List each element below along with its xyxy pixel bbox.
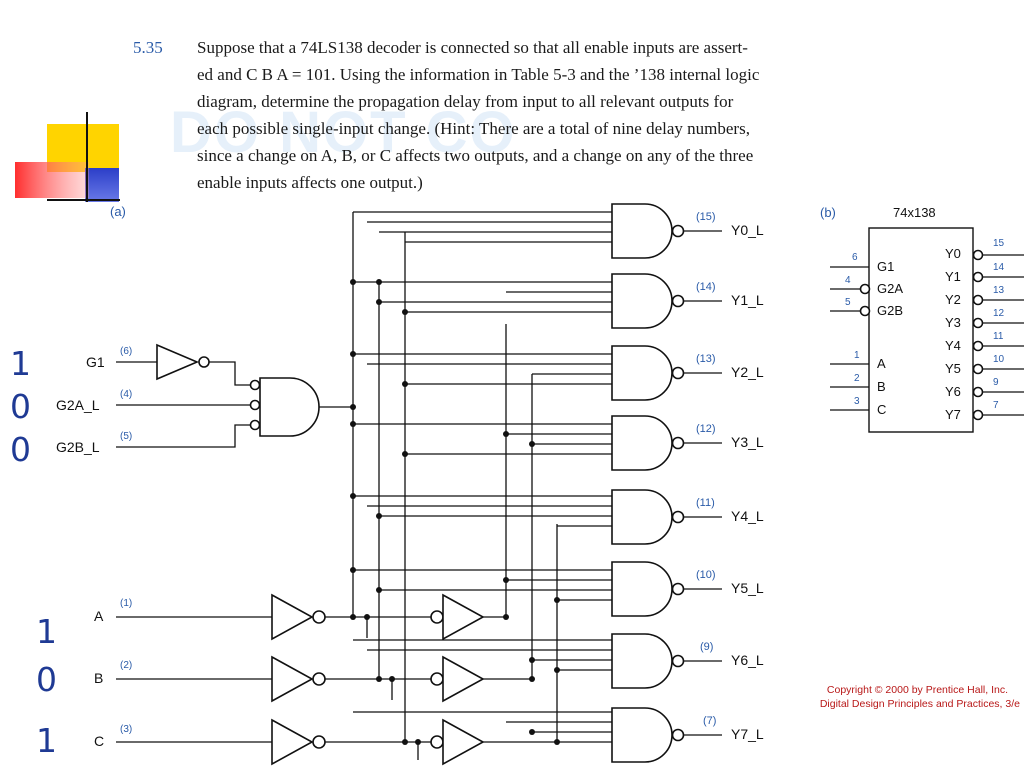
chip-output-y7: Y7 <box>945 407 961 422</box>
chip-output-y3: Y3 <box>945 315 961 330</box>
chip-pin-y4: 11 <box>993 331 1004 342</box>
chip-output-y2: Y2 <box>945 292 961 307</box>
chip-pin-y1: 14 <box>993 262 1005 273</box>
output-label-y4: Y4_L <box>731 508 764 524</box>
decoder-bus <box>350 211 612 760</box>
chip-input-a: A <box>877 356 886 371</box>
chip-input-g2a: G2A <box>877 281 903 296</box>
select-value-c: 1 <box>36 721 57 760</box>
slide-logo-icon <box>15 112 120 202</box>
output-label-y2: Y2_L <box>731 364 764 380</box>
output-pin-y6: (9) <box>700 641 713 653</box>
enable-value-g2a: 0 <box>10 387 31 426</box>
enable-label-g2b: G2B_L <box>56 439 100 455</box>
problem-line: each possible single-input change. (Hint… <box>197 119 750 138</box>
select-inputs-logic <box>116 593 560 766</box>
enable-label-g1: G1 <box>86 354 105 370</box>
enable-value-g2b: 0 <box>10 430 31 469</box>
chip-title: 74x138 <box>893 205 936 220</box>
output-pin-y7: (7) <box>703 715 716 727</box>
chip-pin-y7: 7 <box>993 400 999 411</box>
problem-line: Suppose that a 74LS138 decoder is connec… <box>197 38 748 57</box>
chip-output-y1: Y1 <box>945 269 961 284</box>
enable-pin-g1: (6) <box>120 346 132 357</box>
watermark-text: DO NOT CO <box>170 100 517 165</box>
output-label-y0: Y0_L <box>731 222 764 238</box>
chip-symbol-74x138: (b) 74x138 6 G1 4 G2A 5 G2B 1 A 2 B 3 C … <box>820 205 1024 433</box>
output-label-y6: Y6_L <box>731 652 764 668</box>
nand-gate-y6 <box>611 633 722 689</box>
chip-output-y0: Y0 <box>945 246 961 261</box>
chip-pin-y2: 13 <box>993 285 1005 296</box>
problem-line: diagram, determine the propagation delay… <box>197 92 734 111</box>
select-pin-c: (3) <box>120 724 132 735</box>
enable-value-g1: 1 <box>10 344 31 383</box>
select-label-c: C <box>94 733 104 749</box>
chip-pin-y6: 9 <box>993 377 999 388</box>
output-label-y3: Y3_L <box>731 434 764 450</box>
chip-pin-c: 3 <box>854 396 860 407</box>
chip-pin-y5: 10 <box>993 354 1005 365</box>
nand-gate-y5 <box>611 561 722 617</box>
chip-input-g2b: G2B <box>877 303 903 318</box>
output-nand-gates <box>611 203 722 763</box>
chip-pin-b: 2 <box>854 373 860 384</box>
select-value-b: 0 <box>36 660 57 699</box>
select-value-a: 1 <box>36 612 57 651</box>
chip-output-y5: Y5 <box>945 361 961 376</box>
nand-gate-y4 <box>611 489 722 545</box>
problem-line: enable inputs affects one output.) <box>197 173 423 192</box>
select-pin-a: (1) <box>120 598 132 609</box>
problem-number: 5.35 <box>133 38 163 57</box>
output-label-y7: Y7_L <box>731 726 764 742</box>
copyright-line: Copyright © 2000 by Prentice Hall, Inc. <box>827 684 1008 696</box>
chip-pin-y3: 12 <box>993 308 1005 319</box>
chip-pin-a: 1 <box>854 350 860 361</box>
chip-pin-g2a: 4 <box>845 275 851 286</box>
nand-gate-y3 <box>611 415 722 471</box>
enable-logic <box>116 343 356 448</box>
diagram-a-label: (a) <box>110 204 126 219</box>
chip-pin-g2b: 5 <box>845 297 851 308</box>
select-label-b: B <box>94 670 103 686</box>
output-pin-y0: (15) <box>696 211 716 223</box>
chip-output-y4: Y4 <box>945 338 961 353</box>
chip-input-g1: G1 <box>877 259 894 274</box>
enable-pin-g2b: (5) <box>120 431 132 442</box>
problem-line: ed and C B A = 101. Using the informatio… <box>197 65 760 84</box>
output-pin-y3: (12) <box>696 423 716 435</box>
nand-gate-y1 <box>611 273 722 329</box>
chip-input-c: C <box>877 402 886 417</box>
enable-label-g2a: G2A_L <box>56 397 100 413</box>
output-label-y1: Y1_L <box>731 292 764 308</box>
output-pin-y5: (10) <box>696 569 716 581</box>
select-label-a: A <box>94 608 104 624</box>
nand-gate-y0 <box>611 203 722 259</box>
nand-gate-y7 <box>611 707 722 763</box>
output-pin-y1: (14) <box>696 281 716 293</box>
nand-gate-y2 <box>611 345 722 401</box>
chip-pin-g1: 6 <box>852 252 858 263</box>
diagram-b-label: (b) <box>820 205 836 220</box>
chip-pin-y0: 15 <box>993 238 1005 249</box>
enable-pin-g2a: (4) <box>120 389 132 400</box>
output-pin-y2: (13) <box>696 353 716 365</box>
select-pin-b: (2) <box>120 660 132 671</box>
copyright-line: Digital Design Principles and Practices,… <box>820 698 1020 710</box>
chip-output-y6: Y6 <box>945 384 961 399</box>
output-pin-y4: (11) <box>696 497 715 509</box>
output-label-y5: Y5_L <box>731 580 764 596</box>
problem-line: since a change on A, B, or C affects two… <box>197 146 753 165</box>
chip-input-b: B <box>877 379 886 394</box>
